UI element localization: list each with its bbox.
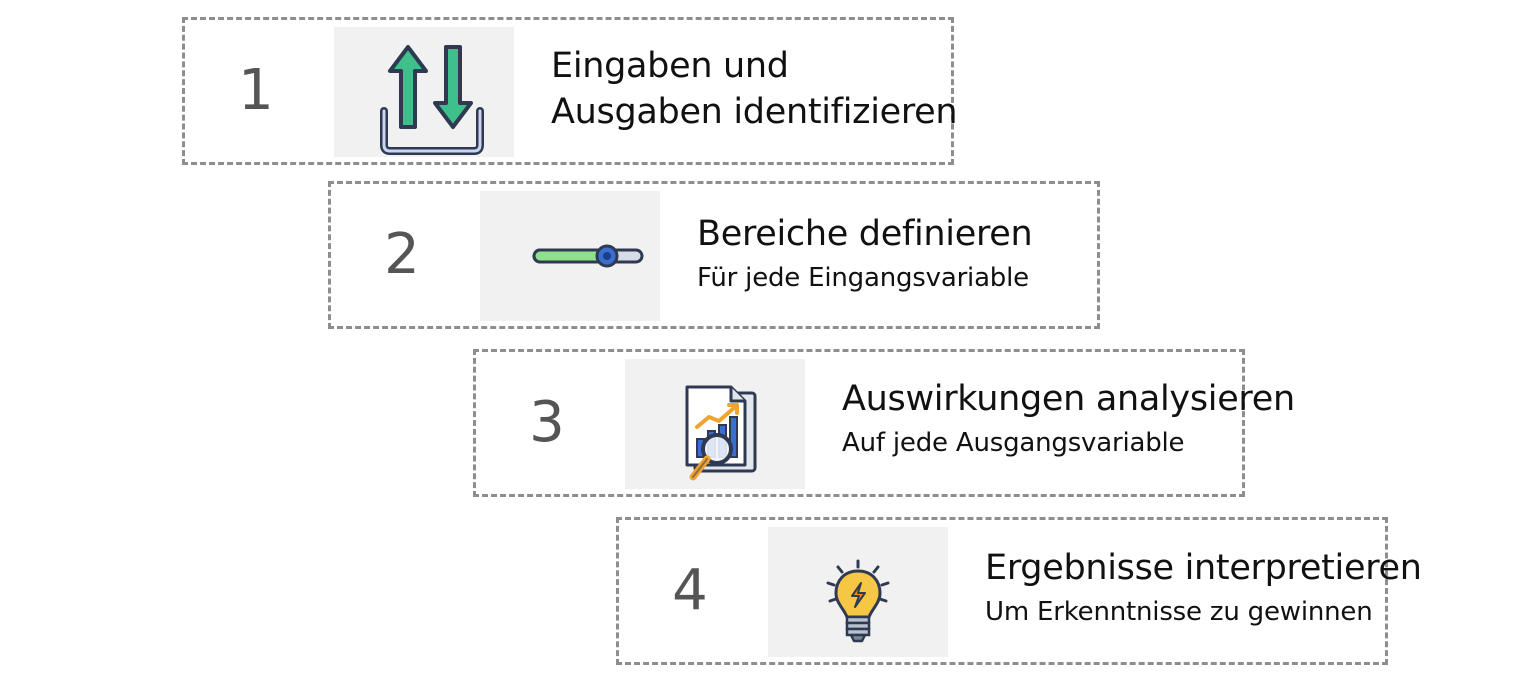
step-subtitle: Um Erkenntnisse zu gewinnen [985,597,1373,627]
step-text: Bereiche definieren Für jede Eingangsvar… [697,211,1033,295]
step-text: Auswirkungen analysieren Auf jede Ausgan… [842,376,1295,460]
icon-tile [334,27,514,157]
icon-tile [768,527,948,657]
step-1: 1 Eingaben und Ausgaben identifizieren [182,17,958,165]
step-title: Auswirkungen analysieren [842,379,1295,419]
step-number: 4 [672,558,708,623]
step-subtitle: Für jede Eingangsvariable [697,263,1029,293]
step-number: 2 [384,222,420,287]
lightbulb-icon [826,559,890,643]
step-2: 2 Bereiche definieren Für jede Eingangsv… [328,181,1100,329]
step-number: 1 [238,58,274,123]
step-box [473,349,1245,497]
step-title: Ergebnisse interpretieren [985,548,1422,588]
step-number: 3 [529,390,565,455]
step-3: 3 Auswirkungen analysieren Auf jede Ausg… [473,349,1295,497]
step-title: Bereiche definieren [697,214,1033,254]
icon-tile [480,191,660,321]
step-box [182,17,954,165]
step-box [328,181,1100,329]
icon-tile [625,359,805,489]
slider-icon [532,244,644,268]
step-title-line-1: Eingaben und [551,46,789,86]
input-output-arrows-icon [380,45,484,155]
step-text: Eingaben und Ausgaben identifizieren [551,43,958,135]
report-magnifier-icon [685,385,757,481]
step-text: Ergebnisse interpretieren Um Erkenntniss… [985,545,1422,629]
step-title-line-2: Ausgaben identifizieren [551,92,958,132]
step-box [616,517,1388,665]
step-4: 4 Ergebnisse interpretieren [616,517,1422,665]
step-subtitle: Auf jede Ausgangsvariable [842,428,1185,458]
